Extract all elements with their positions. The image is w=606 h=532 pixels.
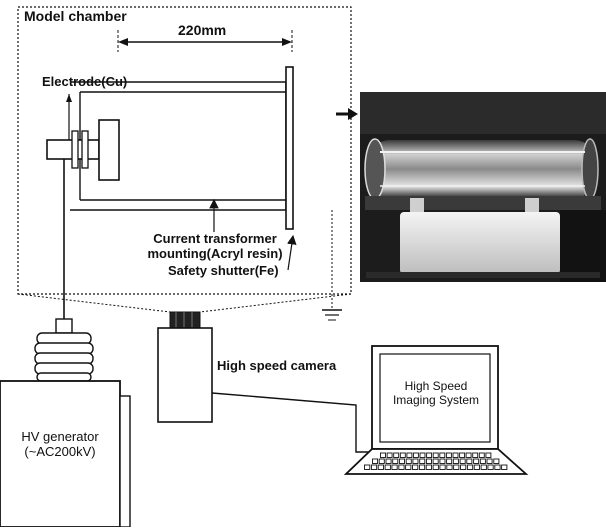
hv-generator-label-line2: (~AC200kV) <box>2 445 118 460</box>
keyboard-key <box>495 465 500 470</box>
safety-shutter-plate <box>286 67 293 229</box>
hv-bushing-icon <box>35 319 93 381</box>
keyboard-key <box>406 459 411 464</box>
keyboard-key <box>386 459 391 464</box>
keyboard-key <box>488 465 493 470</box>
keyboard-key <box>373 459 378 464</box>
keyboard-key <box>406 465 411 470</box>
electrode-assembly <box>47 94 119 322</box>
ground-symbol <box>322 210 342 320</box>
keyboard-key <box>460 459 465 464</box>
keyboard-key <box>387 453 392 458</box>
keyboard-key <box>365 465 370 470</box>
laptop-icon <box>346 346 526 474</box>
keyboard-icon <box>365 453 507 470</box>
keyboard-key <box>447 465 452 470</box>
keyboard-key <box>447 459 452 464</box>
keyboard-key <box>440 465 445 470</box>
imaging-system-label-line1: High Speed <box>384 380 488 394</box>
keyboard-key <box>420 453 425 458</box>
keyboard-key <box>427 453 432 458</box>
keyboard-key <box>479 453 484 458</box>
keyboard-key <box>399 465 404 470</box>
keyboard-key <box>466 453 471 458</box>
keyboard-key <box>407 453 412 458</box>
ct-mounting-label-line2: mounting(Acryl resin) <box>126 247 304 262</box>
keyboard-key <box>480 459 485 464</box>
keyboard-key <box>393 459 398 464</box>
keyboard-key <box>453 459 458 464</box>
keyboard-key <box>433 453 438 458</box>
photo-pointer-arrow <box>336 108 358 120</box>
safety-shutter-label: Safety shutter(Fe) <box>168 264 279 279</box>
keyboard-key <box>453 453 458 458</box>
keyboard-key <box>426 459 431 464</box>
keyboard-key <box>413 453 418 458</box>
electrode-label: Electrode(Cu) <box>42 75 127 90</box>
hv-generator-label: HV generator (~AC200kV) <box>2 430 118 460</box>
keyboard-key <box>467 465 472 470</box>
keyboard-key <box>420 459 425 464</box>
keyboard-key <box>399 459 404 464</box>
hv-generator-label-line1: HV generator <box>2 430 118 445</box>
keyboard-key <box>446 453 451 458</box>
keyboard-key <box>419 465 424 470</box>
high-speed-camera-label: High speed camera <box>217 359 336 374</box>
ct-mounting-label-line1: Current transformer <box>126 232 304 247</box>
chamber-photo <box>360 92 606 282</box>
keyboard-key <box>379 459 384 464</box>
keyboard-key <box>392 465 397 470</box>
keyboard-key <box>413 459 418 464</box>
keyboard-key <box>413 465 418 470</box>
model-chamber-label: Model chamber <box>24 8 127 24</box>
keyboard-key <box>378 465 383 470</box>
imaging-system-label-line2: Imaging System <box>384 394 488 408</box>
keyboard-key <box>426 465 431 470</box>
keyboard-key <box>385 465 390 470</box>
keyboard-key <box>473 453 478 458</box>
keyboard-key <box>454 465 459 470</box>
keyboard-key <box>481 465 486 470</box>
keyboard-key <box>486 453 491 458</box>
keyboard-key <box>371 465 376 470</box>
distance-label: 220mm <box>178 22 226 38</box>
keyboard-key <box>400 453 405 458</box>
keyboard-key <box>394 453 399 458</box>
high-speed-camera-icon <box>158 312 212 422</box>
imaging-system-label: High Speed Imaging System <box>384 380 488 408</box>
keyboard-key <box>494 459 499 464</box>
keyboard-key <box>502 465 507 470</box>
keyboard-key <box>440 459 445 464</box>
keyboard-key <box>381 453 386 458</box>
keyboard-key <box>440 453 445 458</box>
keyboard-key <box>461 465 466 470</box>
keyboard-key <box>474 465 479 470</box>
keyboard-key <box>474 459 479 464</box>
keyboard-key <box>467 459 472 464</box>
keyboard-key <box>487 459 492 464</box>
keyboard-key <box>433 459 438 464</box>
keyboard-key <box>433 465 438 470</box>
ct-mounting-label: Current transformer mounting(Acryl resin… <box>126 232 304 262</box>
keyboard-key <box>460 453 465 458</box>
